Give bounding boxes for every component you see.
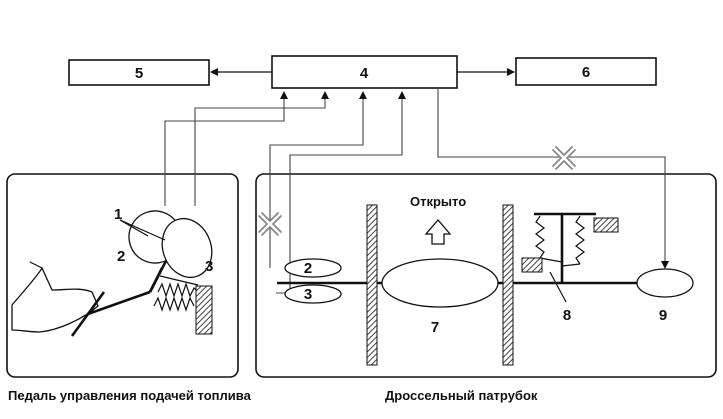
block-6-label: 6 (582, 64, 590, 81)
block-4: 4 (271, 55, 458, 89)
cross-mark-throttle (257, 211, 283, 237)
callout-2-throttle: 2 (304, 260, 312, 277)
block-6: 6 (515, 57, 657, 86)
callout-3-throttle: 3 (304, 286, 312, 303)
callout-8: 8 (563, 307, 571, 324)
block-4-label: 4 (360, 65, 369, 82)
block-5: 5 (68, 59, 210, 86)
callout-3-pedal: 3 (205, 258, 213, 275)
callout-9: 9 (659, 307, 667, 324)
cross-mark-wire (551, 145, 577, 171)
open-label: Открыто (410, 194, 466, 209)
throttle-caption: Дроссельный патрубок (385, 388, 538, 403)
pedal-illustration (11, 210, 213, 337)
callout-7: 7 (431, 319, 439, 336)
block-5-label: 5 (135, 65, 143, 82)
throttle-illustration (277, 204, 694, 366)
callout-2-pedal: 2 (117, 248, 125, 265)
pedal-caption: Педаль управления подачей топлива (8, 388, 252, 403)
callout-1: 1 (114, 206, 122, 223)
